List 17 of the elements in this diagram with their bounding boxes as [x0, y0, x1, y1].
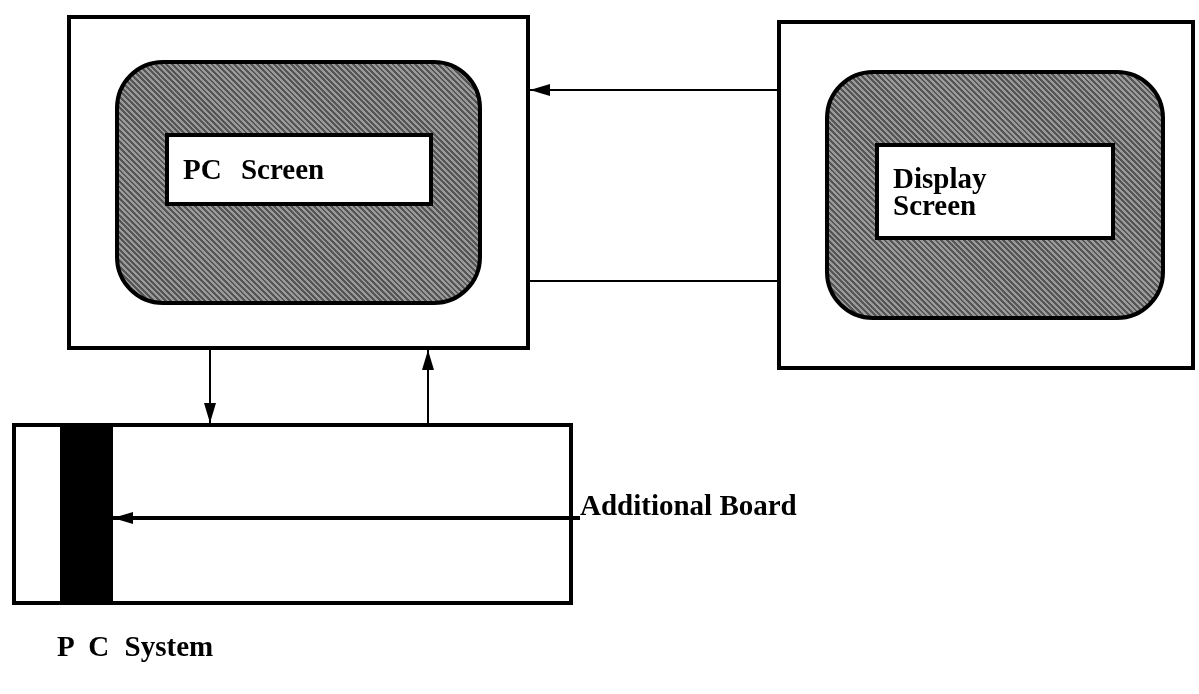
node-label: P C System [57, 630, 214, 663]
monitor-frame [777, 20, 1195, 370]
screen-label: Display Screen [893, 164, 988, 219]
board-label: Additional Board [580, 485, 797, 525]
arrow [204, 349, 216, 424]
system-unit-box [12, 423, 573, 605]
monitor-screen [825, 70, 1165, 320]
arrow [422, 349, 434, 424]
monitor-screen [115, 60, 482, 305]
monitor-frame [67, 15, 530, 350]
arrow [113, 512, 580, 524]
screen-label-box [165, 133, 433, 206]
expansion-board-bar [60, 425, 113, 603]
connector-line [529, 280, 778, 282]
arrow [529, 84, 778, 96]
screen-label-box [875, 143, 1115, 240]
screen-label: PC Screen [183, 156, 325, 183]
